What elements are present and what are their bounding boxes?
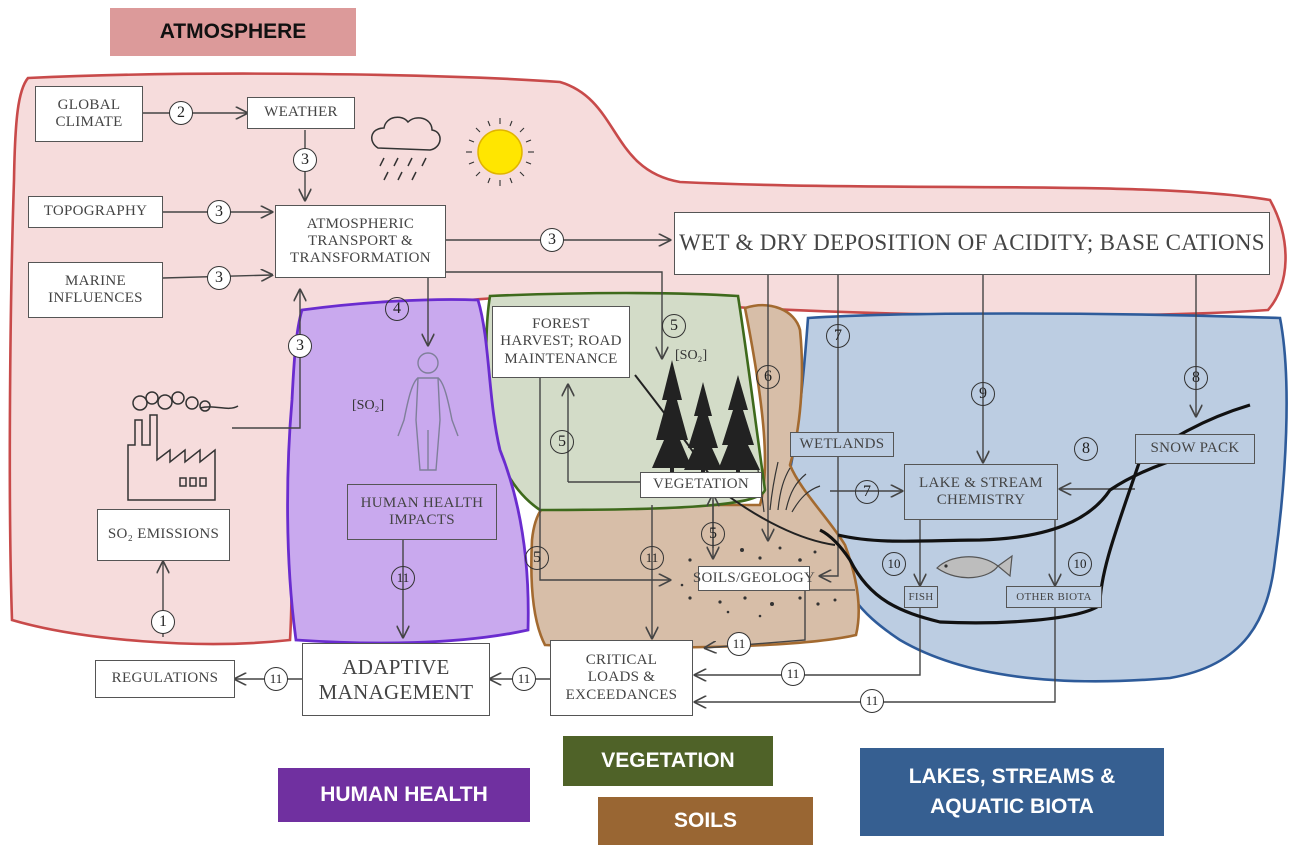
marker-1: 1	[151, 610, 175, 634]
weather-box: WEATHER	[247, 97, 355, 129]
so2-human-label: [SO₂]	[352, 398, 384, 414]
regulations-box: REGULATIONS	[95, 660, 235, 698]
marker-11: 11	[781, 662, 805, 686]
marker-9: 9	[971, 382, 995, 406]
marker-3: 3	[207, 266, 231, 290]
marker-2: 2	[169, 101, 193, 125]
forest-harvest-box: FOREST HARVEST; ROAD MAINTENANCE	[492, 306, 630, 378]
marker-5: 5	[662, 314, 686, 338]
marker-10: 10	[1068, 552, 1092, 576]
other-biota-box: OTHER BIOTA	[1006, 586, 1102, 608]
soils-tag: SOILS	[598, 797, 813, 845]
marker-11: 11	[727, 632, 751, 656]
marker-11: 11	[860, 689, 884, 713]
marker-3: 3	[207, 200, 231, 224]
soils-geology-box: SOILS/GEOLOGY	[698, 566, 810, 591]
marker-3: 3	[540, 228, 564, 252]
marker-6: 6	[756, 365, 780, 389]
critical-loads-box: CRITICAL LOADS & EXCEEDANCES	[550, 640, 693, 716]
marine-influences-box: MARINE INFLUENCES	[28, 262, 163, 318]
marker-7: 7	[826, 324, 850, 348]
marker-5: 5	[550, 430, 574, 454]
deposition-box: WET & DRY DEPOSITION OF ACIDITY; BASE CA…	[674, 212, 1270, 275]
marker-11: 11	[391, 566, 415, 590]
lake-stream-chemistry-box: LAKE & STREAM CHEMISTRY	[904, 464, 1058, 520]
fish-box: FISH	[904, 586, 938, 608]
marker-10: 10	[882, 552, 906, 576]
so2-emissions-box: SO₂ EMISSIONS	[97, 509, 230, 561]
marker-8: 8	[1184, 366, 1208, 390]
so2-vegetation-label: [SO₂]	[675, 348, 707, 364]
wetlands-box: WETLANDS	[790, 432, 894, 457]
atmospheric-transport-box: ATMOSPHERIC TRANSPORT & TRANSFORMATION	[275, 205, 446, 278]
marker-11: 11	[512, 667, 536, 691]
adaptive-management-box: ADAPTIVE MANAGEMENT	[302, 643, 490, 716]
marker-5: 5	[525, 546, 549, 570]
marker-5: 5	[701, 522, 725, 546]
atmosphere-tag: ATMOSPHERE	[110, 8, 356, 56]
lakes-tag: LAKES, STREAMS & AQUATIC BIOTA	[860, 748, 1164, 836]
vegetation-box: VEGETATION	[640, 472, 762, 498]
marker-11: 11	[264, 667, 288, 691]
marker-3: 3	[293, 148, 317, 172]
marker-3: 3	[288, 334, 312, 358]
global-climate-box: GLOBAL CLIMATE	[35, 86, 143, 142]
snow-pack-box: SNOW PACK	[1135, 434, 1255, 464]
human-health-tag: HUMAN HEALTH	[278, 768, 530, 822]
marker-11: 11	[640, 546, 664, 570]
marker-4: 4	[385, 297, 409, 321]
topography-box: TOPOGRAPHY	[28, 196, 163, 228]
marker-7: 7	[855, 480, 879, 504]
human-health-impacts-box: HUMAN HEALTH IMPACTS	[347, 484, 497, 540]
marker-8: 8	[1074, 437, 1098, 461]
vegetation-tag: VEGETATION	[563, 736, 773, 786]
